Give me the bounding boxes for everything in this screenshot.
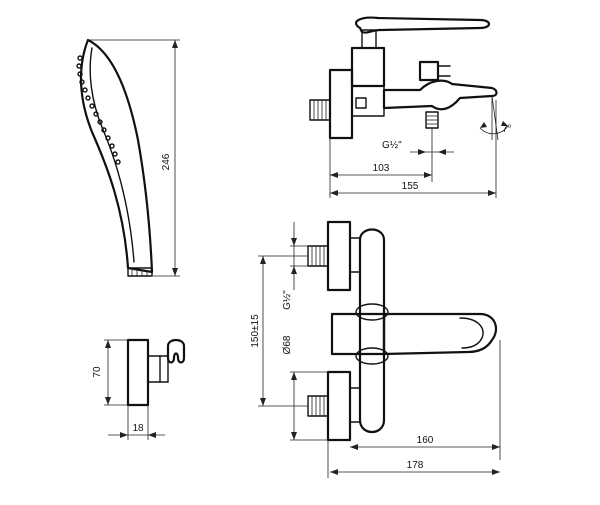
dimension-flange-diameter: Ø68 [282, 335, 328, 441]
dim-label-thread-front: G½" [282, 290, 293, 310]
dim-label-flange-diameter: Ø68 [282, 335, 293, 354]
dim-label-18: 18 [132, 423, 144, 434]
dimension-thread-side: G½" [382, 128, 454, 160]
dim-label-155: 155 [402, 181, 419, 192]
dimension-offset-103: 103 [329, 138, 433, 198]
dimension-holder-height: 70 [92, 339, 128, 406]
dimension-depth-155: 155 [330, 100, 497, 198]
dimension-center-distance: 150±15 [250, 255, 308, 407]
spray-nozzles [76, 55, 121, 165]
hand-shower [76, 38, 154, 277]
dimension-total-projection: 178 [327, 440, 500, 478]
wall-holder [126, 338, 186, 407]
dimension-tilt-angle: 7° [479, 95, 512, 141]
dim-label-angle: 7° [502, 124, 512, 135]
dim-label-160: 160 [417, 435, 434, 446]
dimension-hand-shower-length: 246 [90, 39, 180, 277]
dim-label-center-distance: 150±15 [250, 314, 261, 348]
dimension-spout-projection: 160 [350, 340, 501, 460]
dim-label-thread-side: G½" [382, 140, 402, 151]
dim-label-246: 246 [161, 153, 172, 170]
dim-label-103: 103 [373, 163, 390, 174]
dimension-holder-depth: 18 [108, 405, 165, 440]
dimension-thread-front: G½" [282, 222, 308, 310]
dim-label-70: 70 [92, 366, 103, 378]
mixer-side-view [309, 16, 498, 140]
mixer-top-view [307, 220, 498, 442]
dim-label-178: 178 [407, 460, 424, 471]
